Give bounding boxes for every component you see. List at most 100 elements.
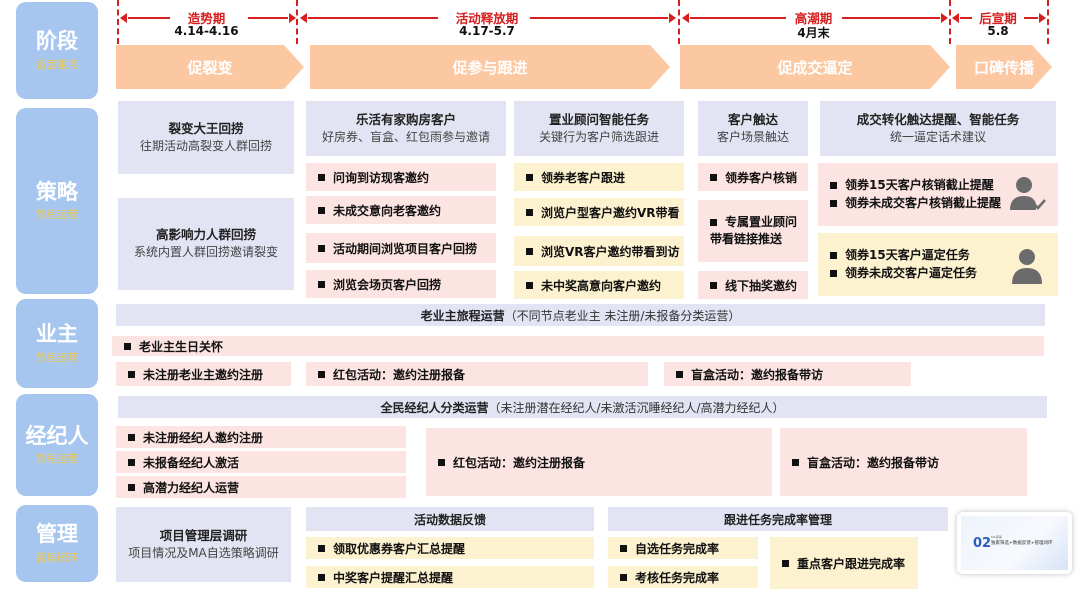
strategy-item: 浏览VR客户邀约带看到访	[514, 236, 684, 266]
timeline-period: 活动释放期 4.17-5.7	[296, 0, 678, 44]
timeline-arrow-left	[300, 13, 438, 23]
strategy-box: 裂变大王回捞 往期活动高裂变人群回捞	[118, 101, 294, 174]
phase-chevron: 促成交逼定	[680, 45, 950, 89]
box-title: 客户触达	[727, 111, 778, 127]
thumbnail-number: 02	[973, 536, 992, 551]
strategy-item: 问询到访现客邀约	[306, 163, 496, 191]
period-date: 4.14-4.16	[174, 24, 239, 38]
section-subtitle: 旅程运营	[36, 209, 78, 222]
section-strategy: 策略 旅程运营	[16, 108, 98, 294]
strategy-item: 未中奖高意向客户邀约	[514, 271, 684, 299]
section-title: 业主	[36, 322, 78, 347]
owner-item: 红包活动：邀约注册报备	[306, 362, 648, 386]
strategy-item: 领券客户核销	[698, 163, 808, 191]
feedback-header: 活动数据反馈	[306, 507, 594, 531]
bar-title: 全民经纪人分类运营	[380, 400, 489, 415]
feedback-item: 中奖客户提醒汇总提醒	[306, 566, 594, 588]
agent-item: 盲盒活动：邀约报备带访	[780, 428, 1027, 496]
strategy-header: 客户触达 客户场景触达	[698, 101, 808, 156]
thumbnail-preview: MA营销 02 独家筛选+数据反馈+管理闭环	[961, 516, 1068, 570]
owner-birthday-item: 老业主生日关怀	[112, 336, 1044, 356]
timeline-divider	[1047, 0, 1049, 44]
timeline-arrow-right	[842, 13, 948, 23]
period-date: 5.8	[987, 24, 1009, 38]
strategy-item: 领券老客户跟进	[514, 163, 684, 191]
section-subtitle: 运营重点	[36, 58, 78, 71]
period-name: 活动释放期	[455, 11, 519, 26]
phase-label: 口碑传播	[973, 58, 1034, 77]
tracking-item: 自选任务完成率	[608, 537, 758, 559]
strategy-item: 专属置业顾问 带看链接推送	[698, 200, 808, 262]
strategy-item: 浏览户型客户邀约VR带看	[514, 198, 684, 226]
agent-item: 未报备经纪人激活	[116, 451, 406, 473]
bar-note: （未注册潜在经纪人/未激活沉睡经纪人/高潜力经纪人）	[488, 400, 785, 415]
timeline-divider	[678, 0, 680, 44]
user-check-icon	[1010, 177, 1046, 210]
phase-chevron: 促裂变	[116, 45, 304, 89]
timeline-arrow-left	[952, 13, 972, 23]
phase-chevron: 口碑传播	[956, 45, 1052, 89]
box-subtitle: 往期活动高裂变人群回捞	[139, 138, 272, 153]
box-title: 成交转化触达提醒、智能任务	[856, 111, 1020, 127]
strategy-header: 成交转化触达提醒、智能任务 统一逼定话术建议	[820, 101, 1056, 156]
box-subtitle: 项目情况及MA自选策略调研	[128, 545, 279, 560]
period-date: 4.17-5.7	[459, 24, 515, 38]
user-icon	[1012, 249, 1042, 284]
box-subtitle: 关键行为客户筛选跟进	[538, 129, 659, 144]
owner-item: 未注册老业主邀约注册	[116, 362, 291, 386]
box-title: 项目管理层调研	[159, 527, 248, 543]
section-title: 管理	[36, 522, 78, 547]
period-name: 造势期	[187, 11, 226, 26]
thumbnail-tiny-label: MA营销	[991, 535, 1002, 539]
slide-thumbnail[interactable]: MA营销 02 独家筛选+数据反馈+管理闭环	[957, 512, 1072, 574]
bar-title: 老业主旅程运营	[420, 308, 505, 323]
box-title: 置业顾问智能任务	[548, 111, 649, 127]
timeline-arrow-right	[1024, 13, 1046, 23]
period-name: 后宣期	[979, 11, 1017, 26]
period-date: 4月末	[797, 26, 830, 40]
reminder-group: 领券15天客户核销截止提醒 领券未成交客户核销截止提醒	[818, 163, 1058, 226]
task-group: 领券15天客户逼定任务 领券未成交客户逼定任务	[818, 233, 1058, 296]
box-subtitle: 客户场景触达	[716, 129, 789, 144]
agent-item: 高潜力经纪人运营	[116, 476, 406, 498]
timeline-divider	[949, 0, 951, 44]
section-owner: 业主 旅程运营	[16, 299, 98, 388]
feedback-item: 领取优惠券客户汇总提醒	[306, 537, 594, 559]
box-subtitle: 统一逼定话术建议	[889, 129, 986, 144]
strategy-box: 高影响力人群回捞 系统内置人群回捞邀请裂变	[118, 198, 294, 290]
timeline-arrow-right	[530, 13, 676, 23]
strategy-header: 乐活有家购房客户 好房券、盲盒、红包雨参与邀请	[306, 101, 506, 156]
timeline-arrow-right	[248, 13, 296, 23]
section-subtitle: 管理闭环	[36, 551, 78, 564]
timeline-period: 后宣期 5.8	[949, 0, 1047, 44]
strategy-item: 未成交意向老客邀约	[306, 196, 496, 224]
section-title: 阶段	[36, 29, 78, 54]
agent-item: 未注册经纪人邀约注册	[116, 426, 406, 448]
bar-title: 活动数据反馈	[413, 512, 486, 527]
section-agent: 经纪人 旅程运营	[16, 394, 98, 496]
thumbnail-text: 独家筛选+数据反馈+管理闭环	[991, 541, 1053, 546]
phase-label: 促成交逼定	[777, 58, 853, 77]
tracking-item: 重点客户跟进完成率	[770, 537, 918, 589]
section-stage: 阶段 运营重点	[16, 2, 98, 99]
box-title: 乐活有家购房客户	[355, 111, 456, 127]
strategy-item: 活动期间浏览项目客户回捞	[306, 233, 496, 263]
tracking-header: 跟进任务完成率管理	[608, 507, 948, 531]
agent-item: 红包活动：邀约注册报备	[426, 428, 772, 496]
management-box: 项目管理层调研 项目情况及MA自选策略调研	[116, 507, 291, 582]
section-management: 管理 管理闭环	[16, 505, 98, 582]
period-name: 高潮期	[794, 11, 833, 26]
strategy-header: 置业顾问智能任务 关键行为客户筛选跟进	[514, 101, 684, 156]
strategy-item: 浏览会场页客户回捞	[306, 270, 496, 298]
bar-title: 跟进任务完成率管理	[723, 512, 832, 527]
section-subtitle: 旅程运营	[36, 351, 78, 364]
section-title: 经纪人	[25, 423, 89, 448]
timeline-arrow-left	[120, 13, 170, 23]
box-title: 裂变大王回捞	[168, 120, 244, 136]
timeline-arrow-left	[682, 13, 786, 23]
phase-label: 促裂变	[187, 58, 233, 77]
box-subtitle: 系统内置人群回捞邀请裂变	[133, 245, 278, 260]
owner-item: 盲盒活动：邀约报备带访	[664, 362, 911, 386]
timeline-period: 高潮期 4月末	[678, 0, 949, 44]
agent-bar: 全民经纪人分类运营（未注册潜在经纪人/未激活沉睡经纪人/高潜力经纪人）	[118, 396, 1047, 418]
